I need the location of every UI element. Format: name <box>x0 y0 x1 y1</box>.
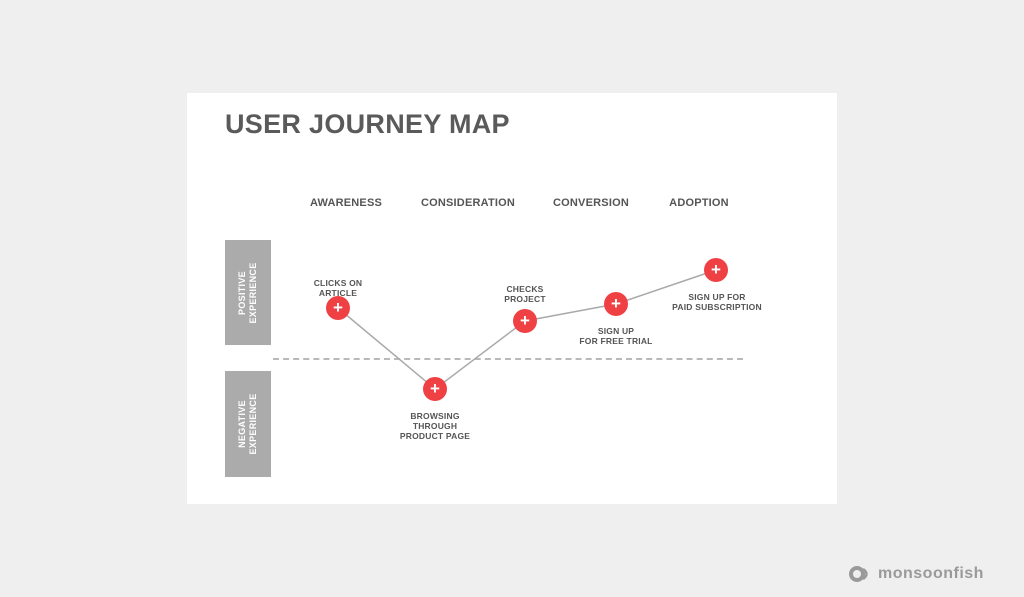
point-label-sign-up-free-trial: SIGN UP FOR FREE TRIAL <box>579 326 653 346</box>
experience-divider <box>273 358 743 360</box>
journey-point-sign-up-free-trial[interactable]: + <box>604 292 628 316</box>
point-label-browsing-product-page: BROWSING THROUGH PRODUCT PAGE <box>399 411 471 441</box>
plus-icon: + <box>430 379 440 398</box>
plus-icon: + <box>333 298 343 317</box>
journey-point-sign-up-paid[interactable]: + <box>704 258 728 282</box>
monsoonfish-logo-icon <box>849 566 868 582</box>
stage-conversion: CONVERSION <box>553 197 629 209</box>
negative-experience-band: NEGATIVE EXPERIENCE <box>225 371 271 477</box>
plus-icon: + <box>711 260 721 279</box>
positive-experience-band: POSITIVE EXPERIENCE <box>225 240 271 345</box>
stage-adoption: ADOPTION <box>669 197 729 209</box>
point-label-sign-up-paid: SIGN UP FOR PAID SUBSCRIPTION <box>672 292 762 312</box>
stage-awareness: AWARENESS <box>309 197 383 209</box>
journey-map-card: USER JOURNEY MAP AWARENESS CONSIDERATION… <box>187 93 837 504</box>
brand-logo: monsoonfish <box>848 563 984 585</box>
point-label-checks-project: CHECKS PROJECT <box>504 284 546 304</box>
page-title: USER JOURNEY MAP <box>225 109 510 139</box>
journey-point-browsing-product-page[interactable]: + <box>423 377 447 401</box>
journey-point-checks-project[interactable]: + <box>513 309 537 333</box>
brand-name: monsoonfish <box>878 565 984 582</box>
plus-icon: + <box>520 311 530 330</box>
journey-point-clicks-on-article[interactable]: + <box>326 296 350 320</box>
stage-consideration: CONSIDERATION <box>420 197 516 209</box>
point-label-clicks-on-article: CLICKS ON ARTICLE <box>313 278 363 298</box>
plus-icon: + <box>611 294 621 313</box>
